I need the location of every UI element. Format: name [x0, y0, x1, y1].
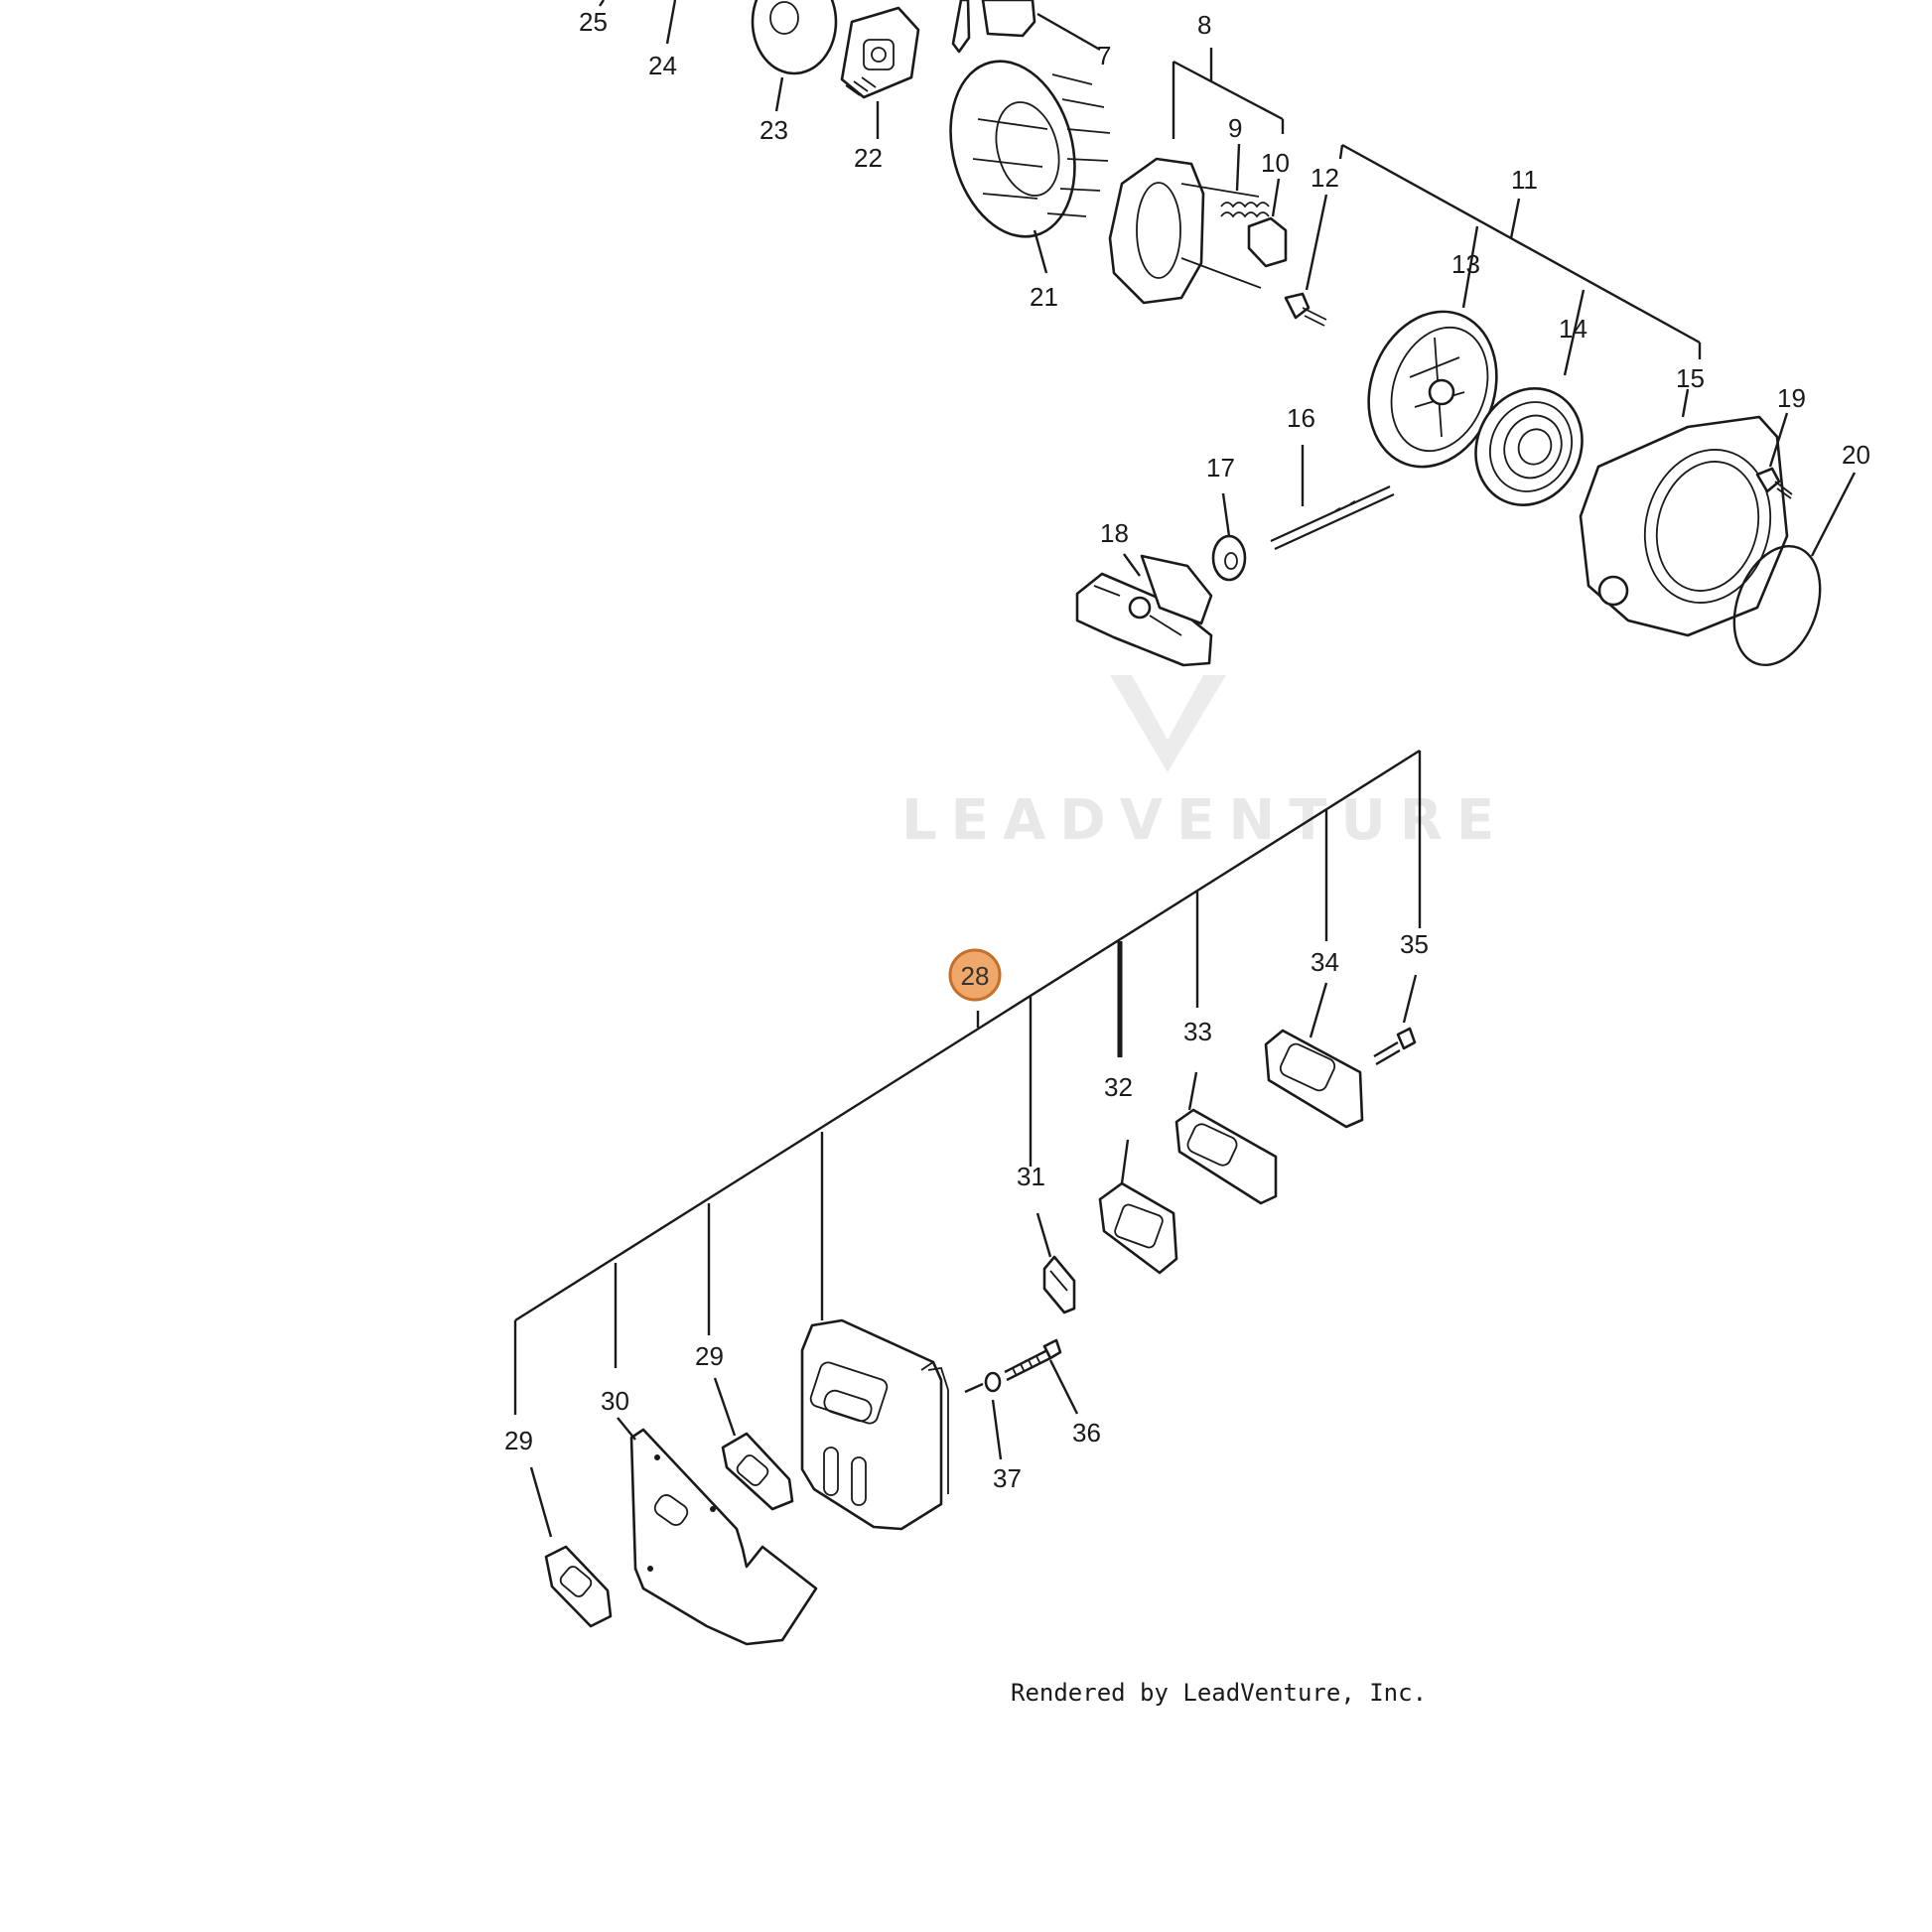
part-10-pawl [1247, 178, 1288, 268]
part-21-flywheel [949, 60, 1111, 274]
part-20-oring [1732, 472, 1857, 667]
part-37-washer [964, 1371, 1003, 1460]
callout-8[interactable]: 8 [1197, 10, 1211, 40]
callout-14[interactable]: 14 [1559, 314, 1587, 344]
leadventure-watermark: LEADVENTURE [901, 675, 1508, 853]
callout-13[interactable]: 13 [1451, 249, 1480, 279]
callout-12[interactable]: 12 [1311, 163, 1339, 193]
callout-22[interactable]: 22 [854, 143, 883, 173]
callout-25[interactable]: 25 [579, 7, 608, 37]
callout-17[interactable]: 17 [1206, 453, 1235, 483]
part-23-clutch-drum [751, 0, 838, 112]
part-34-plate [1264, 982, 1364, 1129]
footer-credit: Rendered by LeadVenture, Inc. [1011, 1679, 1427, 1707]
muffler-body [800, 1318, 949, 1531]
callout-11[interactable]: 11 [1511, 165, 1538, 195]
part-29-gasket-left [529, 1466, 613, 1628]
callout-32[interactable]: 32 [1104, 1072, 1133, 1102]
callout-24[interactable]: 24 [648, 51, 677, 80]
callout-20[interactable]: 20 [1842, 440, 1870, 470]
bracket-8 [1172, 48, 1285, 139]
callout-16[interactable]: 16 [1287, 403, 1315, 433]
callout-21[interactable]: 21 [1030, 282, 1058, 312]
part-22-clutch-shoe [840, 6, 920, 139]
bracket-28 [513, 749, 1422, 1415]
leader-24 [665, 0, 677, 45]
callout-30[interactable]: 30 [601, 1386, 629, 1416]
part-7-bracket [951, 0, 1101, 54]
part-14-spring [1474, 289, 1586, 506]
callout-29-right[interactable]: 29 [695, 1341, 724, 1371]
callout-37[interactable]: 37 [993, 1463, 1022, 1493]
part-35-bolt [1373, 974, 1418, 1066]
part-15-housing [1579, 388, 1789, 637]
callout-7[interactable]: 7 [1097, 41, 1111, 70]
callout-36[interactable]: 36 [1072, 1418, 1101, 1448]
leader-25 [599, 0, 605, 7]
callout-33[interactable]: 33 [1183, 1017, 1212, 1046]
callout-19[interactable]: 19 [1777, 383, 1806, 413]
part-30-heat-shield [617, 1417, 818, 1646]
part-12-bolt [1284, 194, 1328, 327]
callout-28-highlight[interactable]: 28 [948, 948, 1002, 1002]
part-32-gasket [1098, 1139, 1178, 1275]
callout-29-left[interactable]: 29 [504, 1426, 533, 1455]
callout-35[interactable]: 35 [1400, 929, 1429, 959]
callout-10[interactable]: 10 [1261, 148, 1290, 178]
part-16-rope [1270, 445, 1395, 550]
part-29-gasket-right [713, 1377, 794, 1511]
callout-9[interactable]: 9 [1228, 113, 1242, 143]
part-19-bolt [1755, 412, 1793, 499]
callout-31[interactable]: 31 [1017, 1162, 1045, 1191]
callout-28[interactable]: 28 [961, 961, 990, 991]
part-31-plate [1035, 1212, 1076, 1314]
part-36-bolt [1004, 1338, 1079, 1415]
part-13-reel [1367, 225, 1498, 469]
part-33-plate [1174, 1071, 1278, 1205]
callout-18[interactable]: 18 [1100, 518, 1129, 548]
part-8-hub [1108, 157, 1262, 305]
bracket-11 [1338, 143, 1702, 359]
callout-15[interactable]: 15 [1676, 363, 1705, 393]
watermark-text: LEADVENTURE [901, 788, 1508, 853]
part-9-spring [1220, 143, 1270, 218]
callout-23[interactable]: 23 [759, 115, 788, 145]
callout-34[interactable]: 34 [1311, 947, 1339, 977]
part-17-bushing [1211, 492, 1247, 582]
part-18-handle [1075, 553, 1213, 667]
